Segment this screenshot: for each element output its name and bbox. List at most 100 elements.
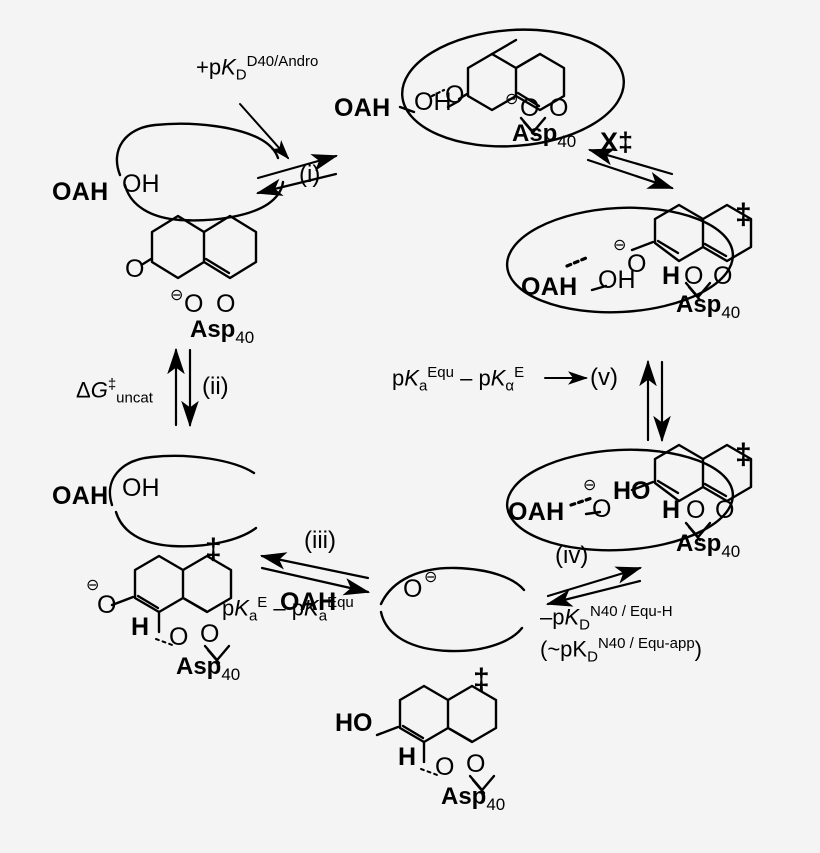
step-v-p2: p — [478, 365, 491, 391]
ts-bound-enolate-o: O — [627, 250, 647, 278]
ts-bound-asp-label: Asp40 — [676, 291, 741, 322]
ts-alkoxide-enzyme-o: O — [592, 495, 612, 523]
uncat-enolate-o: O — [97, 591, 117, 619]
michaelis-enzyme-oh: OH — [414, 88, 452, 116]
step-i-sup: D40/Andro — [246, 53, 319, 70]
step-iii-p2: p — [291, 595, 305, 621]
step-i-label: (i) — [299, 161, 321, 188]
uncat-enolate-acid-o: O — [169, 623, 189, 651]
ts-alkoxide-asp-label: Asp40 — [676, 530, 741, 561]
oah-tether-michaelis — [398, 105, 416, 114]
step-i-feed-arrow — [239, 103, 290, 160]
step-iii-p1: p — [222, 595, 235, 621]
ts-alkoxide-carboxyl-o: O — [715, 496, 735, 524]
step-v-sup2: E — [514, 364, 525, 381]
step-v-label: (v) — [590, 364, 618, 391]
step-iv-line2-close: ) — [694, 636, 702, 662]
step-v-sup1: Equ — [427, 364, 454, 381]
step-v-p1: p — [392, 365, 405, 391]
step-iii-ksub2: a — [318, 607, 328, 625]
free-asp-o2: O — [216, 290, 236, 318]
step-ii-sub: uncat — [116, 389, 153, 407]
step-i-k: K — [221, 54, 236, 80]
uncat-enolate-asp-label: Asp40 — [176, 653, 241, 684]
free-substrate-carbonyl-o: O — [125, 255, 145, 283]
ts-alkoxide-charge: ⊖ — [583, 477, 597, 494]
uncat-enolate-enzyme-label: OAH — [52, 482, 109, 510]
ts-bound-acid-h: H — [662, 262, 681, 290]
uncat-enolate-charge: ⊖ — [86, 577, 100, 594]
steroid-ring-free-substrate — [141, 214, 258, 280]
step-ii-annotation: ΔG‡uncat — [76, 377, 153, 406]
uncat-enolate-enzyme-oh: OH — [122, 474, 160, 502]
step-ii-label: (ii) — [202, 373, 229, 400]
free-enzyme-label: OAH — [52, 178, 109, 206]
step-ii-delta: Δ — [76, 377, 91, 403]
michaelis-asp-o2: O — [549, 94, 569, 122]
uncat-enol-bridge-h: H — [398, 743, 417, 771]
step-v-ksub2: α — [505, 377, 515, 395]
step-iii-minus: – — [273, 595, 286, 621]
step-v-minus: – — [460, 365, 473, 391]
hbond-ts-alkoxide — [569, 496, 594, 507]
step-iv-arrows — [545, 566, 643, 607]
ts-bound-enolate-charge: ⊖ — [613, 237, 627, 254]
step-iv-sup: N40 / Equ-H — [590, 603, 673, 620]
step-ii-dagger: ‡ — [107, 376, 117, 393]
step-i-prefix: +p — [196, 54, 222, 80]
ts-bound-dagger: ‡ — [735, 198, 752, 231]
steroid-ring-ts-bound — [630, 203, 753, 263]
step-ii-arrows — [167, 347, 199, 428]
michaelis-asp-o1: O — [520, 94, 540, 122]
step-iii-k1: K — [234, 595, 249, 621]
step-iv-ksub: D — [579, 616, 591, 634]
step-i-arrows — [255, 154, 339, 196]
step-v-k1: K — [404, 365, 419, 391]
michaelis-carbonyl-o: O — [445, 81, 465, 109]
free-enzyme-oh: OH — [122, 170, 160, 198]
ts-alkoxide-enzyme-label: OAH — [508, 498, 565, 526]
uncat-enolate-dagger: ‡ — [205, 533, 222, 566]
step-iii-sup1: E — [257, 594, 268, 611]
uncat-enol-acid-o: O — [435, 753, 455, 781]
step-iv-line1: –pKDN40 / Equ-H — [540, 604, 673, 633]
step-iii-arrows — [259, 552, 371, 596]
step-x-label: X‡ — [600, 127, 634, 157]
step-v-ksub1: a — [418, 377, 428, 395]
step-ii-g: G — [90, 377, 108, 403]
uncat-enol-ho: HO — [335, 709, 373, 737]
step-iv-k: K — [564, 604, 580, 630]
step-iv-line2-open: (~pK — [540, 636, 588, 662]
step-iii-ksub1: a — [248, 607, 258, 625]
uncat-enol-dagger: ‡ — [473, 663, 490, 696]
michaelis-asp-label: Asp40 — [512, 120, 577, 151]
uncat-enolate-bridge-h: H — [131, 613, 150, 641]
ts-bound-enzyme-oh: OH — [598, 266, 636, 294]
free-asp-charge: ⊖ — [170, 287, 184, 304]
hbond-ts-bound — [565, 256, 588, 268]
ts-alkoxide-acid-h: H — [662, 496, 681, 524]
step-iv-line2-ksub: D — [587, 648, 598, 666]
uncat-enol-asp-label: Asp40 — [441, 783, 506, 814]
step-iii-label: (iii) — [304, 527, 336, 554]
uncat-enol-carboxyl-o: O — [466, 750, 486, 778]
free-asp-label: Asp40 — [190, 316, 255, 347]
step-v-arrows — [639, 359, 671, 443]
uncat-enol-enzyme-label: OAH — [280, 588, 337, 616]
michaelis-asp-charge: ⊖ — [505, 91, 519, 108]
step-v-annotation: pKaEqu – pKαE — [392, 365, 524, 394]
step-iii-annotation: pKaE – pKaEqu — [222, 595, 354, 624]
step-i-ksub: D — [235, 66, 247, 84]
step-iv-line2: (~pKDN40 / Equ-app) — [540, 636, 702, 665]
step-iv-prefix: –p — [540, 604, 565, 630]
michaelis-enzyme-label: OAH — [334, 94, 391, 122]
ts-bound-enzyme-label: OAH — [521, 273, 578, 301]
step-iv-line2-sup: N40 / Equ-app — [597, 635, 695, 652]
step-iv-label: (iv) — [555, 542, 589, 569]
uncat-enolate-carboxyl-o: O — [200, 620, 220, 648]
uncat-enol-charge: ⊖ — [424, 569, 438, 586]
ts-alkoxide-dagger: ‡ — [735, 438, 752, 471]
step-iii-k2: K — [304, 595, 319, 621]
